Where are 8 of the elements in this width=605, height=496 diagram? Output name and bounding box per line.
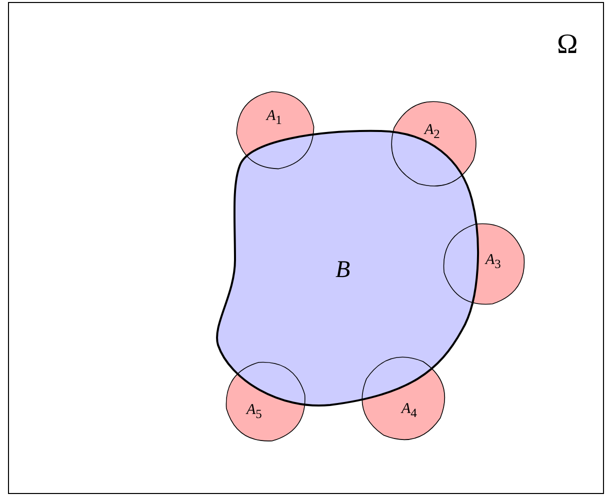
set-label: Ω — [557, 31, 578, 59]
set-label: A$_{4}$ — [401, 402, 417, 420]
set-label: A$_{1}$ — [266, 109, 282, 127]
domain-rectangle — [8, 2, 604, 494]
set-label: B — [336, 258, 350, 282]
set-label: A$_{5}$ — [246, 403, 262, 421]
set-label: A$_{3}$ — [486, 252, 501, 270]
set-label: A$_{2}$ — [424, 123, 440, 141]
